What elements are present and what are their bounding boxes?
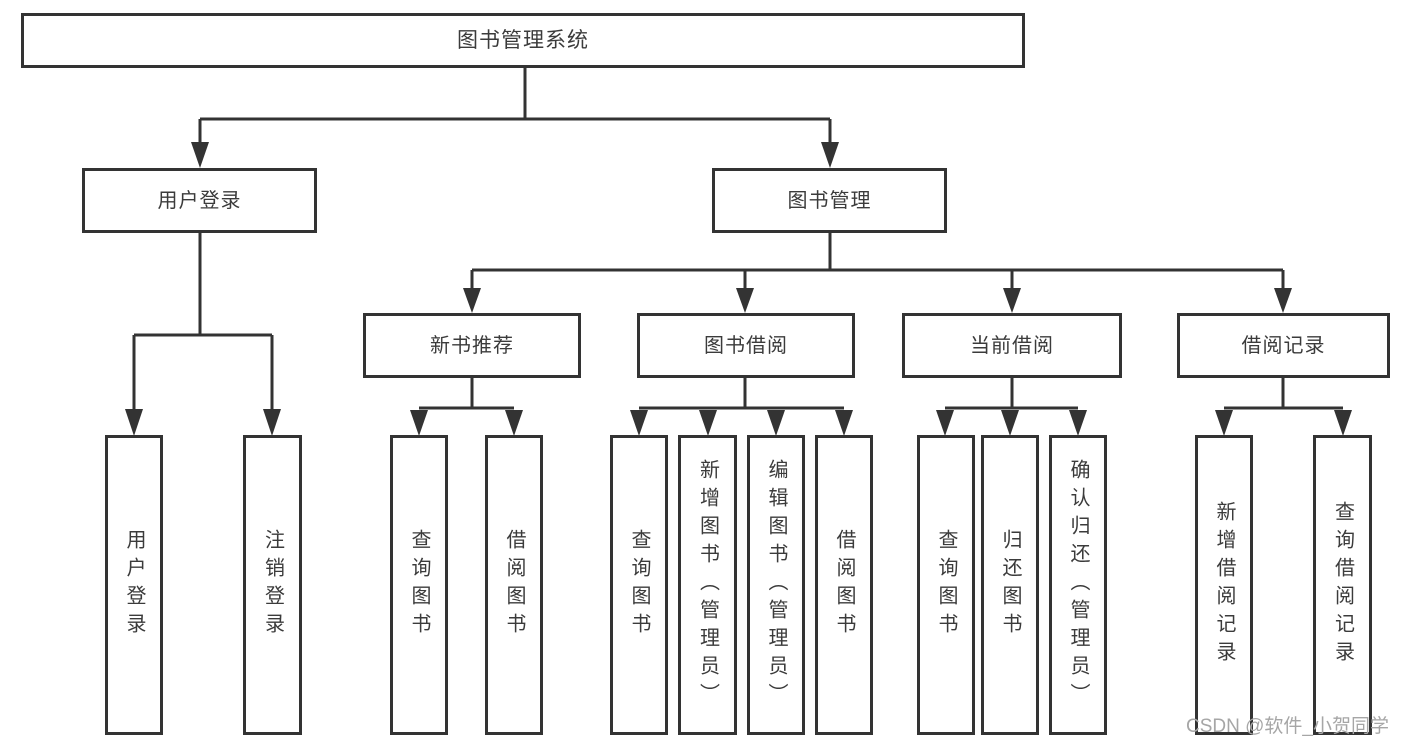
- connector-book-management-split: [463, 233, 1292, 313]
- connector-new-book-recommend-split: [410, 378, 523, 436]
- node-borrow-books: 借阅图书: [815, 435, 873, 735]
- connector-root-split: [191, 68, 839, 168]
- node-logout: 注销登录: [243, 435, 302, 735]
- node-borrow-books-recommend: 借阅图书: [485, 435, 543, 735]
- node-book-borrowing: 图书借阅: [637, 313, 855, 378]
- node-query-books-borrowing: 查询图书: [610, 435, 668, 735]
- node-current-borrowing: 当前借阅: [902, 313, 1122, 378]
- node-user-login-leaf: 用户登录: [105, 435, 163, 735]
- csdn-watermark: CSDN @软件_小贺同学: [1186, 716, 1389, 737]
- node-return-books: 归还图书: [981, 435, 1039, 735]
- node-book-management: 图书管理: [712, 168, 947, 233]
- node-edit-books-admin: 编辑图书（管理员）: [747, 435, 805, 735]
- node-confirm-return-admin: 确认归还（管理员）: [1049, 435, 1107, 735]
- node-add-borrow-record: 新增借阅记录: [1195, 435, 1253, 735]
- node-borrowing-records: 借阅记录: [1177, 313, 1390, 378]
- node-query-borrow-record: 查询借阅记录: [1313, 435, 1372, 735]
- node-user-login: 用户登录: [82, 168, 317, 233]
- node-new-book-recommend: 新书推荐: [363, 313, 581, 378]
- connector-book-borrowing-split: [630, 378, 853, 436]
- connector-borrowing-records-split: [1215, 378, 1352, 436]
- node-add-books-admin: 新增图书（管理员）: [678, 435, 737, 735]
- node-library-system: 图书管理系统: [21, 13, 1025, 68]
- node-query-books-current: 查询图书: [917, 435, 975, 735]
- connector-user-login-split: [125, 233, 281, 436]
- connector-current-borrowing-split: [936, 378, 1087, 436]
- node-query-books-recommend: 查询图书: [390, 435, 448, 735]
